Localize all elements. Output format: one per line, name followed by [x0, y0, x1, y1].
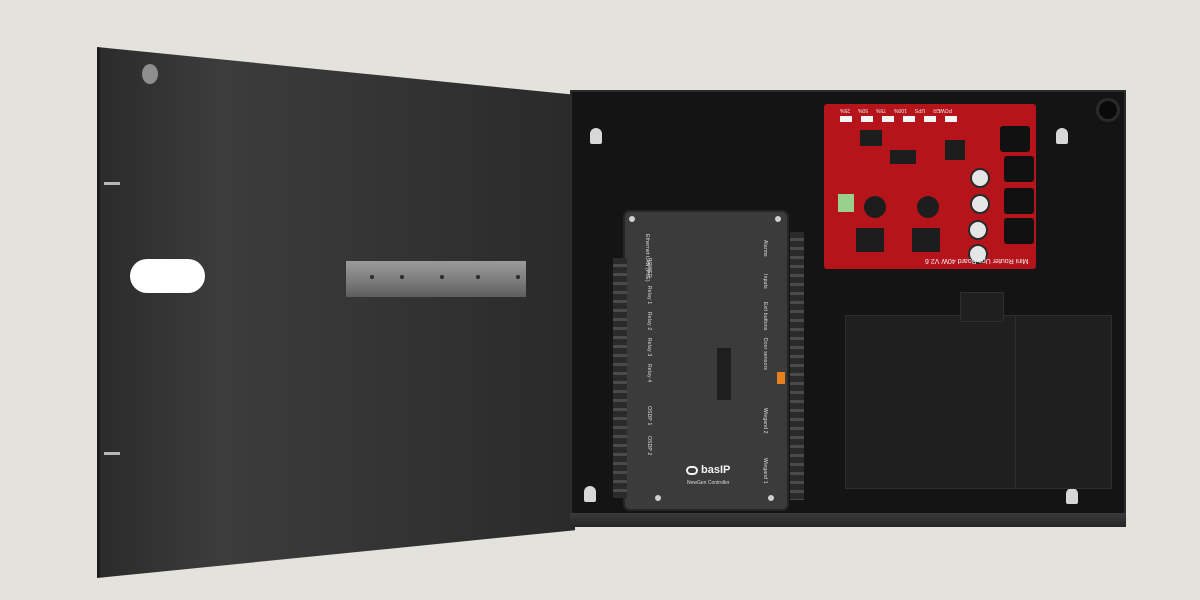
chip: [860, 130, 882, 146]
door-mount-hole: [142, 64, 158, 84]
rail-hole: [516, 275, 520, 279]
door-hinge: [104, 452, 120, 455]
capacitor: [970, 168, 990, 188]
jumper-connector: [777, 372, 785, 384]
inputs-label: Inputs: [762, 274, 768, 289]
screw: [768, 495, 774, 501]
keyhole-mount: [1056, 128, 1068, 144]
wiegand1-label: Wiegand 1: [762, 458, 768, 484]
din-rail: [346, 261, 526, 297]
screw: [775, 216, 781, 222]
relay3-label: Relay 3: [646, 338, 652, 357]
door-sensors-label: Door sensors: [762, 338, 768, 371]
controller-model: NewGen Controller: [687, 480, 730, 486]
relay4-label: Relay 4: [646, 364, 652, 383]
status-led: [861, 116, 873, 122]
power-label: POWER: [646, 258, 652, 278]
ups-board-title: Mini Router Ups Board 40W V2.6: [925, 257, 1029, 264]
keyhole-mount: [590, 128, 602, 144]
dc-jack: [1004, 218, 1034, 244]
ups-led-row: [840, 116, 957, 122]
battery-bay: [1015, 315, 1112, 489]
exit-buttons-label: Exit buttons: [762, 302, 768, 331]
cabinet-door: [97, 47, 575, 578]
inductor: [864, 196, 886, 218]
brand-name: basIP: [701, 464, 731, 476]
status-led: [903, 116, 915, 122]
access-controller: [625, 212, 787, 509]
dip-switch-strip: [717, 348, 731, 400]
capacitor: [970, 194, 990, 214]
cabinet-rim: [570, 513, 1126, 527]
terminal-block-left: [613, 258, 627, 498]
osdp2-label: OSDP 2: [646, 436, 652, 456]
chip: [890, 150, 916, 164]
alarms-label: Alarms: [762, 240, 768, 257]
inductor: [917, 196, 939, 218]
status-led: [945, 116, 957, 122]
regulator: [912, 228, 940, 252]
dc-jack: [1004, 156, 1034, 182]
door-hinge: [104, 182, 120, 185]
brand-logo: basIP: [686, 464, 730, 476]
status-led: [924, 116, 936, 122]
rail-hole: [400, 275, 404, 279]
keyhole-mount: [584, 486, 596, 502]
door-slot: [130, 259, 205, 293]
regulator: [856, 228, 884, 252]
screw: [629, 216, 635, 222]
osdp1-label: OSDP 1: [646, 406, 652, 426]
wiegand2-label: Wiegand 2: [762, 408, 768, 434]
ups-led-labels: POWER UPS 100% 75% 50% 25%: [840, 107, 953, 113]
keyhole-mount: [1066, 488, 1078, 504]
rail-hole: [440, 275, 444, 279]
logo-icon: [686, 465, 698, 475]
status-led: [840, 116, 852, 122]
status-led: [882, 116, 894, 122]
connector: [838, 194, 854, 212]
rail-hole: [476, 275, 480, 279]
capacitor: [968, 220, 988, 240]
dc-jack: [1000, 126, 1030, 152]
terminal-block-right: [790, 232, 804, 500]
relay1-label: Relay 1: [646, 286, 652, 305]
relay2-label: Relay 2: [646, 312, 652, 331]
screw: [655, 495, 661, 501]
transformer: [845, 315, 1017, 489]
chip: [945, 140, 965, 160]
capacitor: [968, 244, 988, 264]
bracket: [960, 292, 1004, 322]
dc-jack: [1004, 188, 1034, 214]
rail-hole: [370, 275, 374, 279]
cable-hole: [1096, 98, 1120, 122]
